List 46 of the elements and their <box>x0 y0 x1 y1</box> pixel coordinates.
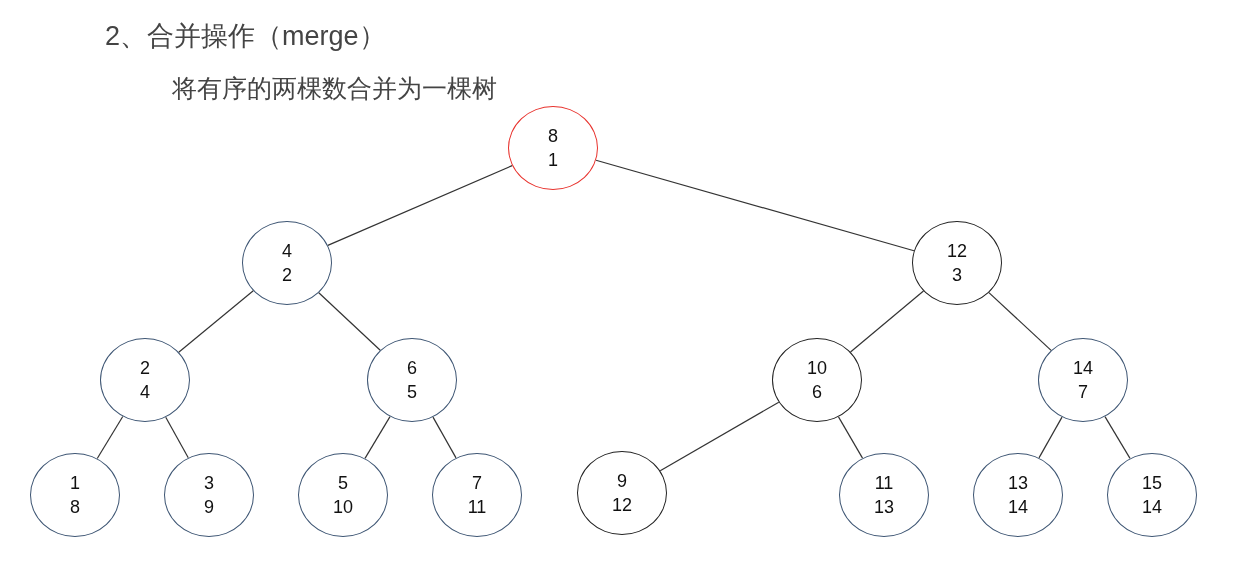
node-number: 10 <box>807 357 827 380</box>
node-number: 6 <box>812 381 822 404</box>
node-number: 2 <box>140 357 150 380</box>
connector-line <box>988 292 1052 351</box>
node-number: 4 <box>282 240 292 263</box>
node-number: 7 <box>472 472 482 495</box>
node-number: 11 <box>874 472 894 495</box>
connector-line <box>327 165 513 246</box>
connector-line <box>659 401 780 472</box>
connector-line <box>595 159 915 252</box>
node-number: 2 <box>282 264 292 287</box>
connector-line <box>1038 416 1063 459</box>
node-number: 9 <box>204 496 214 519</box>
node-number: 12 <box>947 240 967 263</box>
node-number: 4 <box>140 381 150 404</box>
heading: 2、合并操作（merge） <box>105 20 386 53</box>
node-number: 1 <box>70 472 80 495</box>
node-number: 10 <box>333 496 353 519</box>
connector-line <box>96 415 124 460</box>
node-number: 9 <box>617 470 627 493</box>
node-number: 1 <box>548 149 558 172</box>
subheading: 将有序的两棵数合并为一棵树 <box>172 73 497 104</box>
node-number: 12 <box>612 494 632 517</box>
connector-line <box>364 416 391 459</box>
connector-line <box>837 416 864 459</box>
node-number: 5 <box>407 381 417 404</box>
connector-line <box>849 290 925 353</box>
node-number: 14 <box>1142 496 1162 519</box>
node-number: 8 <box>548 125 558 148</box>
connector-line <box>318 292 381 351</box>
node-number: 15 <box>1142 472 1162 495</box>
node-number: 3 <box>952 264 962 287</box>
node-number: 5 <box>338 472 348 495</box>
node-number: 8 <box>70 496 80 519</box>
connector-line <box>1104 416 1131 459</box>
node-number: 11 <box>467 496 487 519</box>
node-number: 13 <box>1008 472 1028 495</box>
connector-line <box>178 290 254 353</box>
connector-line <box>165 416 189 459</box>
node-number: 7 <box>1078 381 1088 404</box>
node-number: 3 <box>204 472 214 495</box>
node-number: 14 <box>1008 496 1028 519</box>
node-number: 6 <box>407 357 417 380</box>
connector-line <box>432 416 457 459</box>
node-number: 14 <box>1073 357 1093 380</box>
node-number: 13 <box>874 496 894 519</box>
